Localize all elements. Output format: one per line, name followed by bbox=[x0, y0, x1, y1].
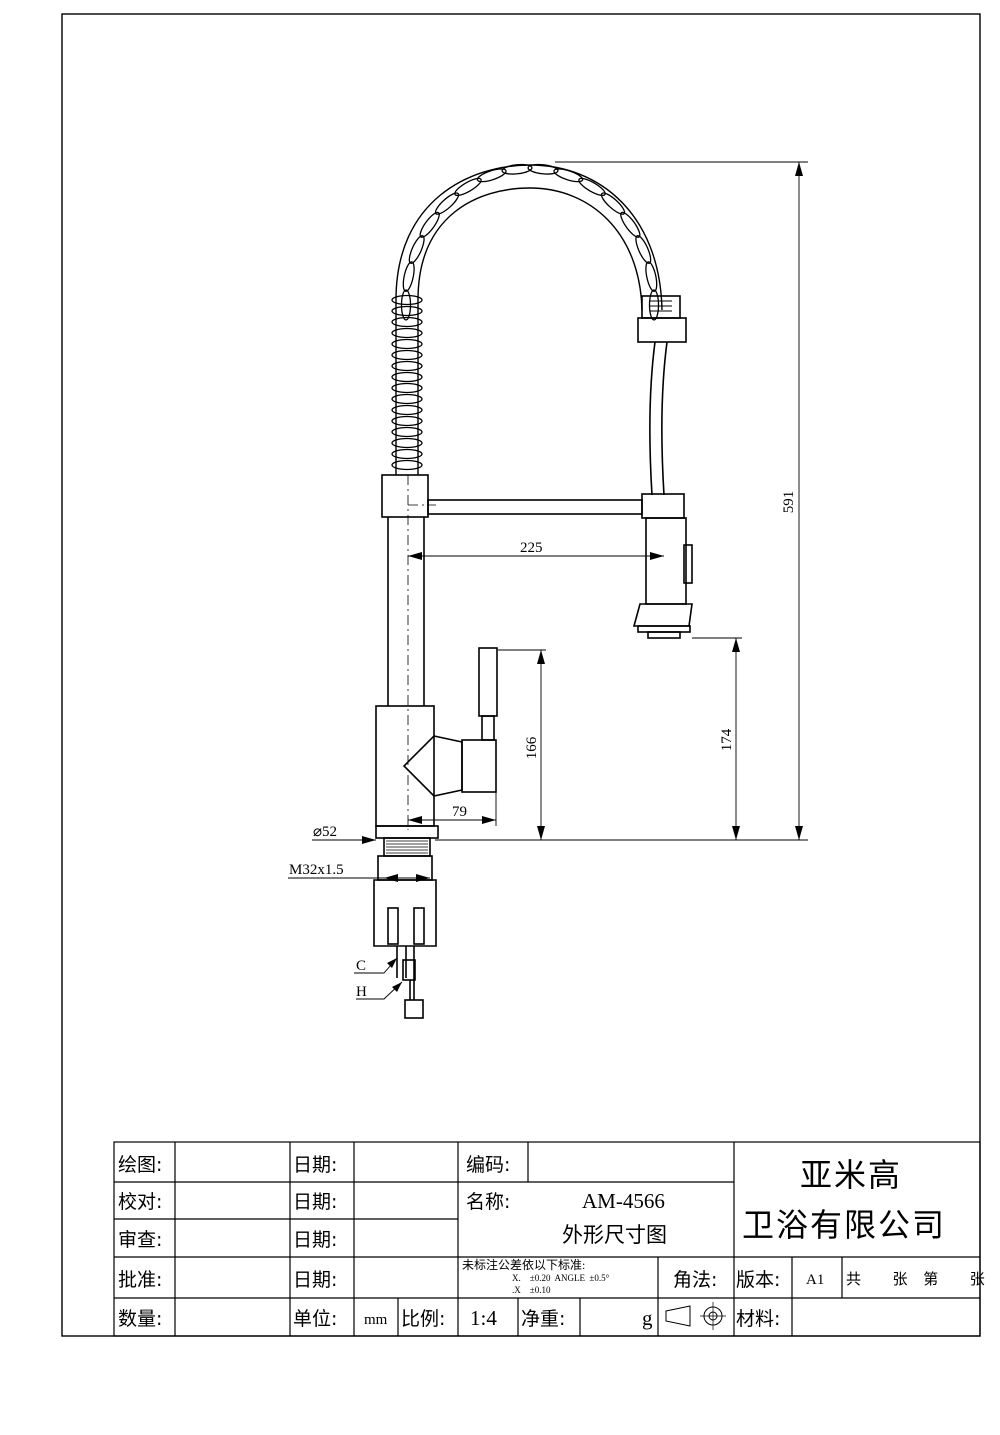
spring-coil bbox=[391, 163, 663, 475]
spout-arm bbox=[427, 493, 685, 519]
value-scale: 1:4 bbox=[470, 1306, 497, 1330]
dim-outlet-height: 174 bbox=[719, 728, 735, 751]
dim-handle-height: 166 bbox=[524, 736, 540, 759]
value-model: AM-4566 bbox=[582, 1189, 665, 1213]
drawing-border bbox=[61, 13, 981, 1337]
hot-inlet-label: H bbox=[356, 984, 367, 1000]
dimension-arrows bbox=[362, 162, 803, 992]
company-name-line-1: 亚米高 bbox=[800, 1156, 902, 1194]
label-review: 审查: bbox=[118, 1229, 162, 1251]
label-approve: 批准: bbox=[118, 1269, 162, 1291]
label-name: 名称: bbox=[466, 1191, 510, 1213]
label-check: 校对: bbox=[118, 1191, 162, 1213]
dim-base-diameter: ⌀52 bbox=[313, 824, 337, 840]
mounting-hardware bbox=[373, 825, 439, 1019]
label-code: 编码: bbox=[466, 1154, 510, 1176]
pull-down-hose bbox=[637, 295, 687, 496]
label-angle: 角法: bbox=[673, 1269, 717, 1291]
label-material: 材料: bbox=[736, 1308, 780, 1330]
company-name-line-2: 卫浴有限公司 bbox=[742, 1206, 946, 1244]
value-sheets: 共 张 第 张 bbox=[846, 1270, 985, 1288]
label-version: 版本: bbox=[736, 1269, 780, 1291]
label-unit: 单位: bbox=[293, 1308, 337, 1330]
dimension-lines bbox=[288, 161, 808, 1000]
tolerance-line-2: .X ±0.10 bbox=[512, 1285, 551, 1295]
main-body bbox=[375, 474, 498, 827]
tolerance-heading: 未标注公差依以下标准: bbox=[462, 1257, 585, 1272]
label-net-weight: 净重: bbox=[521, 1308, 565, 1330]
label-date-2: 日期: bbox=[293, 1191, 337, 1213]
tolerance-line-1: X. ±0.20 ANGLE ±0.5° bbox=[512, 1273, 610, 1283]
dim-spout-reach: 225 bbox=[520, 540, 543, 556]
title-block: 绘图: 校对: 审查: 批准: 数量: 日期: 日期: 日期: 日期: 单位: … bbox=[113, 1141, 985, 1337]
value-unit: mm bbox=[364, 1312, 388, 1328]
label-date-3: 日期: bbox=[293, 1229, 337, 1251]
faucet-outline bbox=[373, 163, 693, 1019]
label-scale: 比例: bbox=[401, 1308, 445, 1330]
value-weight-unit: g bbox=[642, 1306, 653, 1330]
cold-inlet-label: C bbox=[356, 958, 366, 974]
dim-body-offset: 79 bbox=[452, 804, 467, 820]
label-draw: 绘图: bbox=[118, 1154, 162, 1176]
dim-total-height: 591 bbox=[781, 491, 797, 514]
value-version: A1 bbox=[806, 1272, 824, 1288]
label-quantity: 数量: bbox=[118, 1308, 162, 1330]
label-date-4: 日期: bbox=[293, 1269, 337, 1291]
label-date-1: 日期: bbox=[293, 1154, 337, 1176]
value-drawing-type: 外形尺寸图 bbox=[562, 1223, 667, 1247]
center-lines bbox=[407, 475, 436, 830]
spray-head bbox=[632, 517, 693, 639]
dim-thread: M32x1.5 bbox=[289, 862, 344, 878]
